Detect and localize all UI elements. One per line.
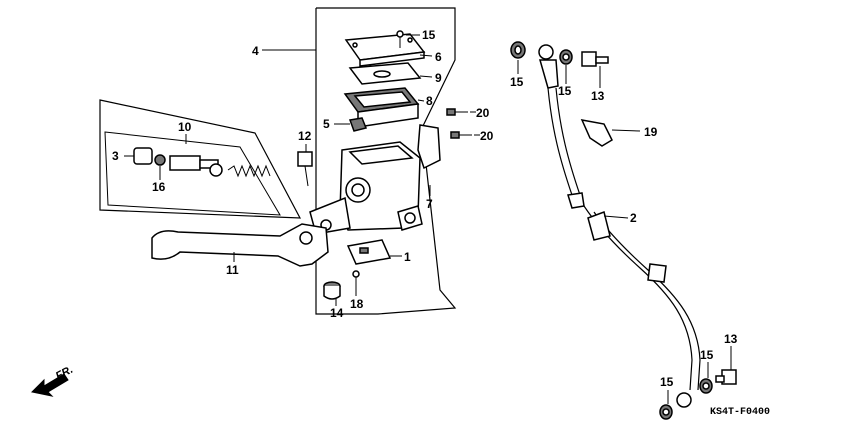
callout-16: 16 <box>152 180 166 194</box>
oil-bolt-13-upper <box>581 51 609 67</box>
group-box-4 <box>315 7 457 315</box>
callout-2: 2 <box>630 211 637 225</box>
bracket-1 <box>346 239 392 265</box>
oil-bolt-13-lower <box>715 369 737 385</box>
callout-12: 12 <box>298 129 312 143</box>
brake-hose <box>538 44 701 408</box>
callout-8: 8 <box>426 94 433 108</box>
washer-15-c <box>699 378 713 394</box>
callout-20-lower: 20 <box>480 129 494 143</box>
pivot-bolt <box>297 151 313 187</box>
callout-15-b: 15 <box>558 84 572 98</box>
callout-15-a: 15 <box>510 75 524 89</box>
washer-15-d <box>659 404 673 420</box>
master-cylinder-body <box>309 141 423 235</box>
callout-5: 5 <box>323 117 330 131</box>
screw-18 <box>352 270 360 290</box>
callout-9: 9 <box>435 71 442 85</box>
callout-1: 1 <box>404 250 411 264</box>
callout-13-upper: 13 <box>591 89 605 103</box>
callout-4: 4 <box>252 44 259 58</box>
washer-15-a <box>510 41 526 59</box>
switch-5 <box>348 117 368 132</box>
brake-lever <box>151 223 329 267</box>
callout-7: 7 <box>426 197 433 211</box>
reservoir-cap <box>344 33 426 67</box>
callout-3: 3 <box>112 149 119 163</box>
callout-17: 15 <box>422 28 436 42</box>
callout-6: 6 <box>435 50 442 64</box>
front-direction-arrow-icon <box>30 373 69 397</box>
clamp <box>580 119 613 147</box>
lever-pivot <box>299 231 313 245</box>
group-box-10-inner <box>104 131 281 216</box>
plate <box>348 62 422 85</box>
callout-20-upper: 20 <box>476 106 490 120</box>
callout-15-c: 15 <box>700 348 714 362</box>
diaphragm <box>343 87 420 128</box>
bolt-20-upper <box>446 108 468 116</box>
washer-15-b <box>559 49 573 65</box>
piston-kit <box>133 147 271 178</box>
screw-17 <box>396 30 404 48</box>
nut-14 <box>323 281 341 300</box>
callout-10: 10 <box>178 120 192 134</box>
drawing-code: KS4T-F0400 <box>710 407 770 418</box>
callout-18: 18 <box>350 297 364 311</box>
callout-15-d: 15 <box>660 375 674 389</box>
bolt-20-lower <box>450 131 472 139</box>
callout-13-lower: 13 <box>724 332 738 346</box>
callout-14: 14 <box>330 306 344 320</box>
direction-label: FR. <box>54 364 75 383</box>
holder <box>417 124 441 170</box>
callout-11: 11 <box>226 263 239 277</box>
leader-lines <box>124 34 732 404</box>
group-box-10 <box>99 99 302 219</box>
callout-19: 19 <box>644 125 658 139</box>
